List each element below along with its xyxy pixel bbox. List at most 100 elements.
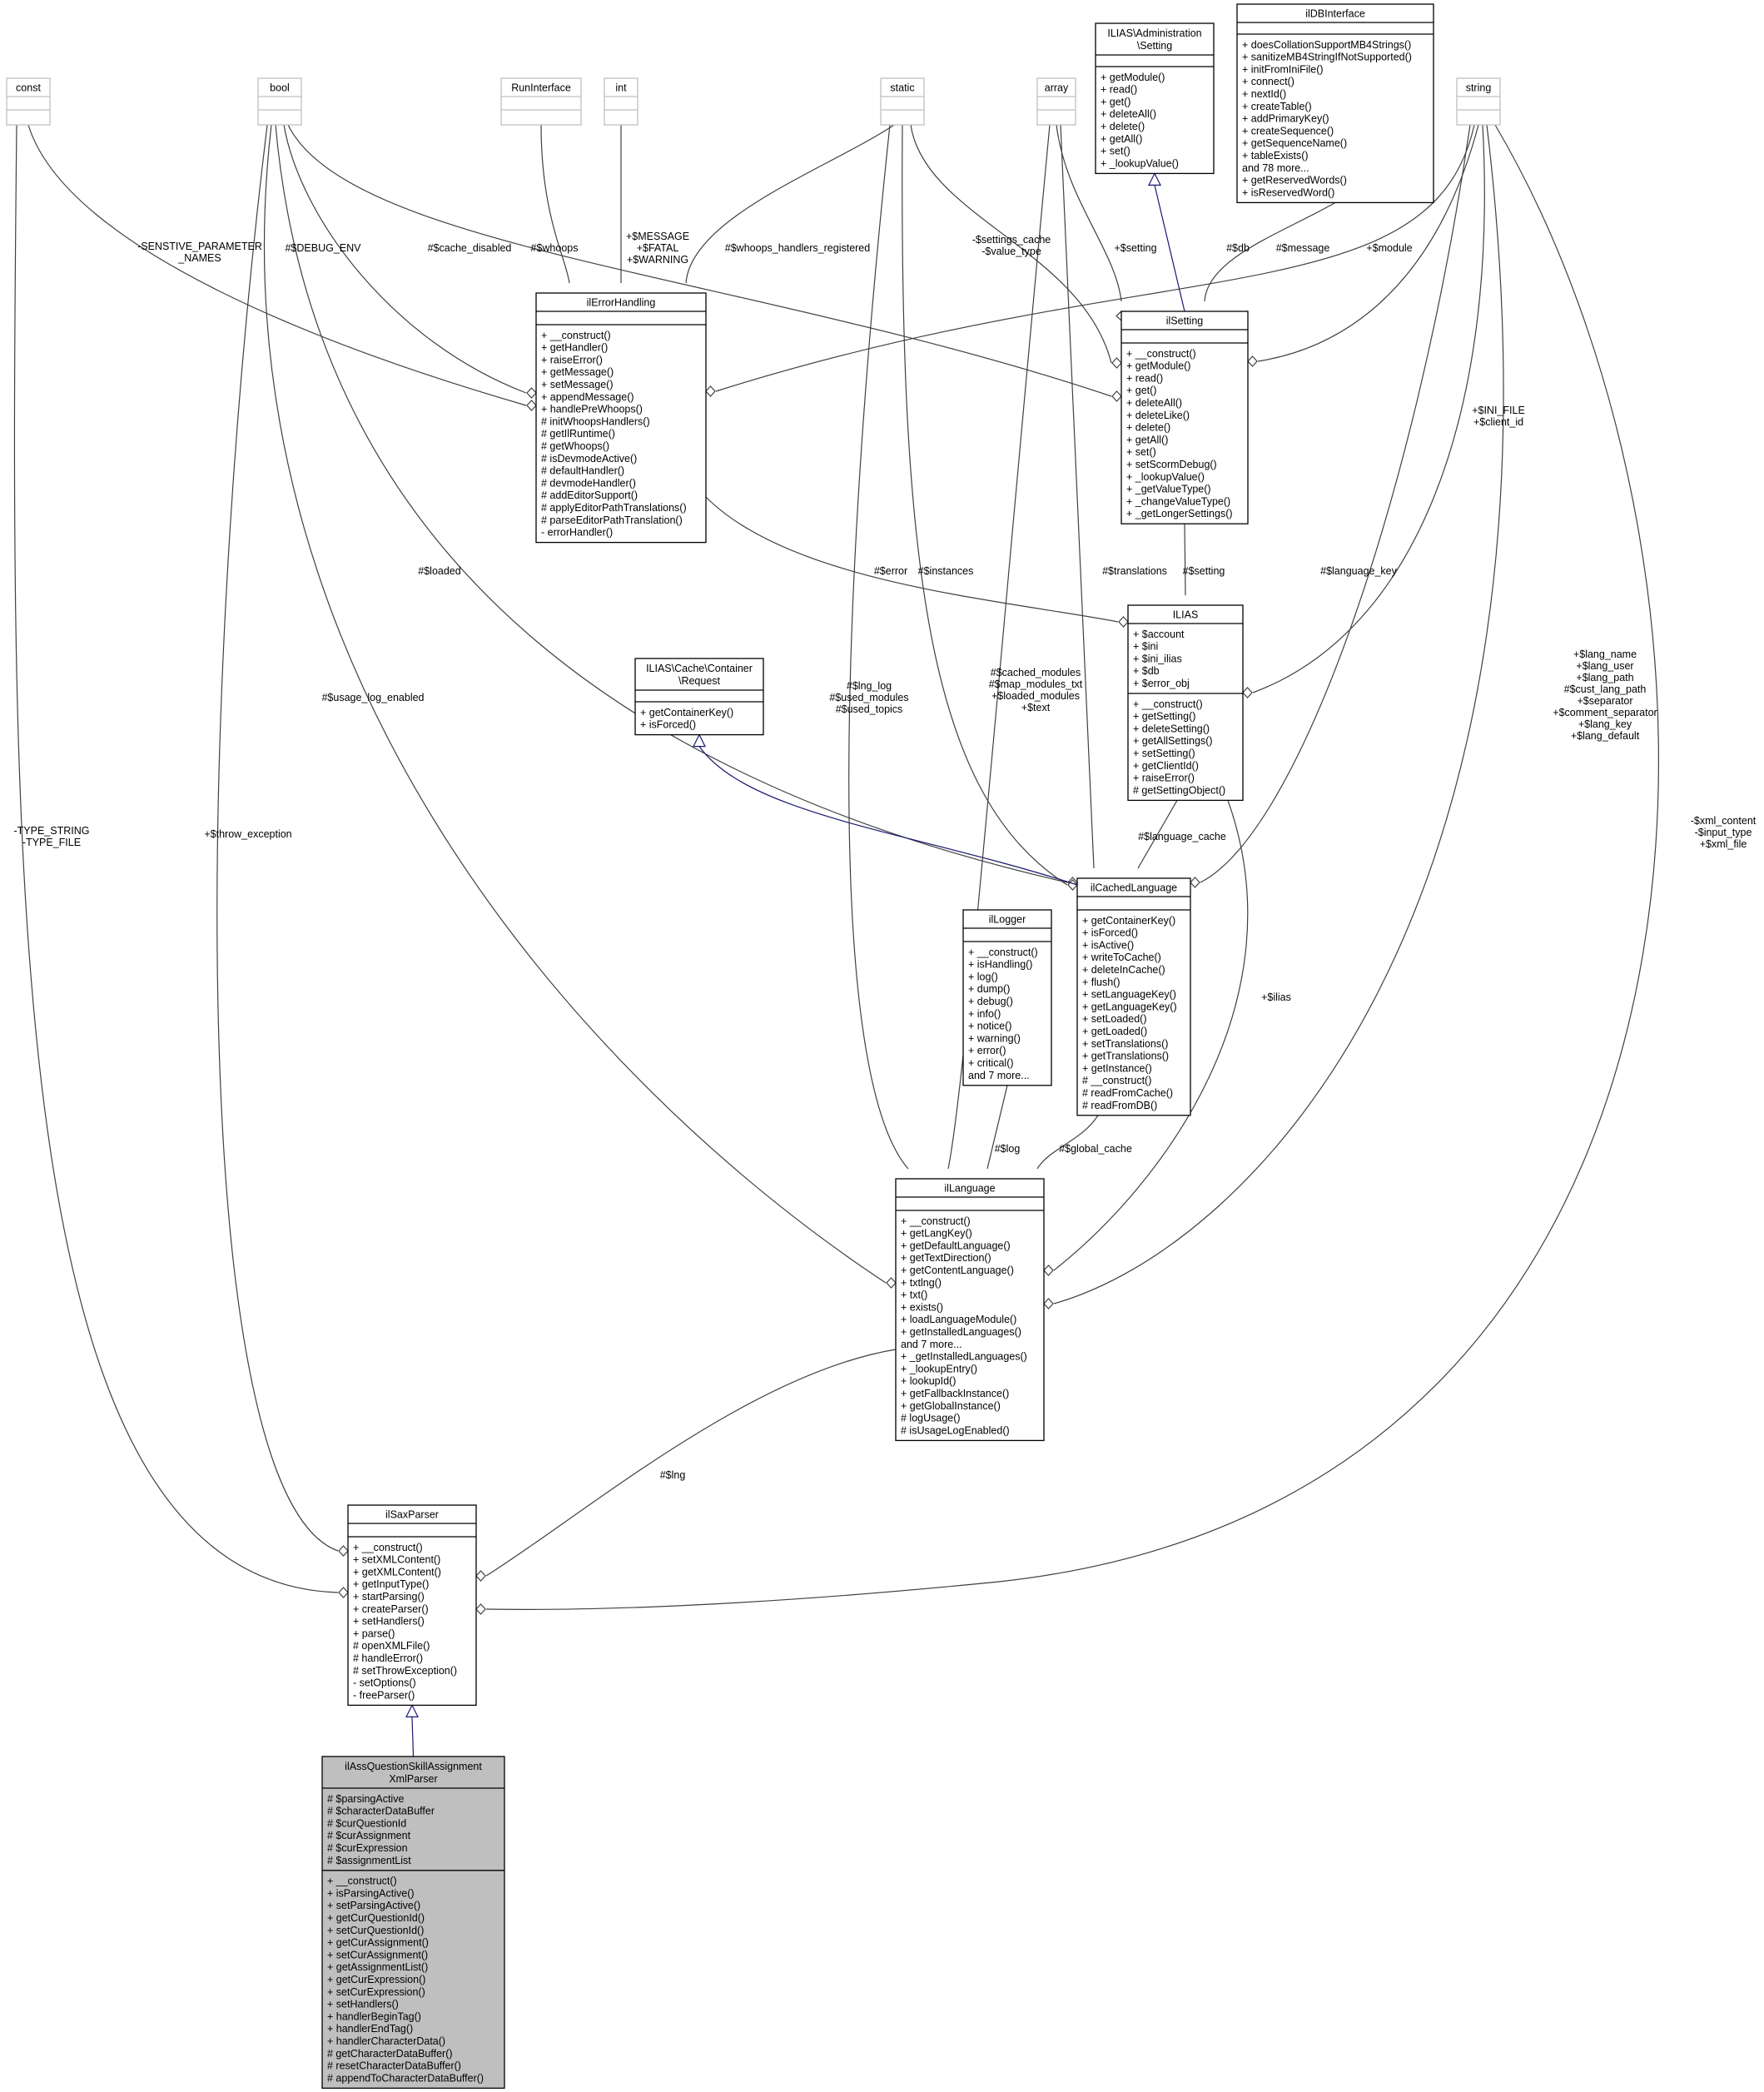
- edge-label: +$WARNING: [627, 254, 688, 266]
- class-array: array: [1036, 77, 1076, 126]
- class-attribute: # $curExpression: [327, 1842, 408, 1854]
- class-title: ilCachedLanguage: [1091, 882, 1177, 894]
- class-attribute: + $ini_ilias: [1133, 653, 1182, 664]
- edge-label: -$xml_content: [1691, 815, 1757, 827]
- aggregation-diamond: [1247, 355, 1258, 367]
- edge-label: -$settings_cache: [972, 234, 1051, 246]
- class-method: + __construct(): [1126, 348, 1196, 360]
- aggregation-diamond: [1242, 687, 1253, 698]
- class-method: # appendToCharacterDataBuffer(): [327, 2072, 484, 2084]
- class-method: + handlePreWhoops(): [541, 404, 643, 415]
- class-bool: bool: [257, 77, 302, 126]
- class-method: # isUsageLogEnabled(): [901, 1424, 1010, 1436]
- class-method: + _lookupValue(): [1126, 471, 1205, 483]
- edge-label: #$cached_modules: [991, 667, 1081, 678]
- class-title: ilLogger: [989, 914, 1026, 926]
- class-method: + set(): [1126, 446, 1156, 458]
- class-method: + getAll(): [1101, 133, 1142, 145]
- class-method: + flush(): [1082, 976, 1121, 988]
- class-method: + raiseError(): [541, 354, 603, 365]
- class-method: + _getValueType(): [1126, 484, 1211, 495]
- class-method: + getContainerKey(): [640, 707, 733, 718]
- class-attribute: + $db: [1133, 665, 1160, 677]
- class-title: ilDBInterface: [1305, 8, 1365, 20]
- class-attribute: # $curQuestionId: [327, 1817, 406, 1829]
- class-method: + deleteAll(): [1126, 397, 1182, 409]
- class-method: - setOptions(): [353, 1677, 416, 1689]
- class-method: # defaultHandler(): [541, 465, 624, 477]
- class-method: # resetCharacterDataBuffer(): [327, 2060, 461, 2072]
- class-method: + setTranslations(): [1082, 1038, 1168, 1050]
- edge-label: #$db: [1226, 242, 1250, 254]
- class-method: + connect(): [1242, 76, 1294, 87]
- class-method: + read(): [1126, 372, 1163, 384]
- class-method: + getReservedWords(): [1242, 175, 1347, 186]
- class-method: # readFromCache(): [1082, 1087, 1173, 1099]
- class-method: + txt(): [901, 1289, 927, 1301]
- class-method: + createTable(): [1242, 101, 1312, 112]
- class-title: bool: [270, 82, 290, 94]
- class-method: - freeParser(): [353, 1689, 415, 1701]
- class-box: [962, 909, 1052, 1086]
- edge-label: +$MESSAGE: [626, 231, 689, 242]
- class-method: + getSetting(): [1133, 711, 1195, 723]
- class-box: [347, 1504, 477, 1707]
- edge-label: +$client_id: [1473, 416, 1523, 428]
- class-box: [880, 77, 925, 126]
- class-ilerrorhandling: ilErrorHandling+ __construct()+ getHandl…: [535, 292, 707, 544]
- class-method: + getFallbackInstance(): [901, 1388, 1009, 1399]
- class-runinterface: RunInterface: [500, 77, 582, 126]
- class-method: + setParsingActive(): [327, 1900, 420, 1911]
- association-edge: [986, 1085, 1008, 1170]
- aggregation-diamond: [1111, 357, 1122, 369]
- class-method: + getMessage(): [541, 366, 614, 378]
- class-method: + _lookupEntry(): [901, 1363, 977, 1374]
- class-attribute: # $assignmentList: [327, 1855, 411, 1866]
- class-method: + getGlobalInstance(): [901, 1400, 1001, 1412]
- edge-label: #$cust_lang_path: [1564, 683, 1647, 695]
- association-edge: [275, 124, 1068, 883]
- association-edge: [485, 1349, 897, 1577]
- aggregation-diamond: [1111, 390, 1122, 402]
- class-method: + getContainerKey(): [1082, 915, 1175, 927]
- class-method: + parse(): [353, 1627, 395, 1639]
- edge-label: +$lang_name: [1573, 648, 1637, 660]
- edge-label: +$xml_file: [1700, 838, 1747, 850]
- class-method: + getContentLanguage(): [901, 1265, 1014, 1276]
- class-illogger: ilLogger+ __construct()+ isHandling()+ l…: [962, 909, 1052, 1086]
- class-method: # __construct(): [1082, 1075, 1151, 1086]
- aggregation-diamond: [1043, 1265, 1054, 1276]
- class-method: # readFromDB(): [1082, 1100, 1157, 1111]
- class-box: [1121, 311, 1249, 524]
- class-attribute: + $account: [1133, 629, 1185, 640]
- class-box: [535, 292, 707, 544]
- class-method: + setHandlers(): [327, 1999, 399, 2010]
- class-method: - errorHandler(): [541, 527, 613, 539]
- edge-label: #$cache_disabled: [428, 242, 512, 254]
- edge-label: #$language_key: [1320, 565, 1397, 577]
- class-method: + getInstance(): [1082, 1062, 1152, 1074]
- class-method: # getCharacterDataBuffer(): [327, 2048, 453, 2060]
- class-method: # initWhoopsHandlers(): [541, 415, 650, 427]
- class-method: + setLoaded(): [1082, 1013, 1146, 1025]
- association-edge: [715, 124, 1475, 392]
- class-method: + appendMessage(): [541, 391, 634, 403]
- class-box: [500, 77, 582, 126]
- association-edge: [263, 124, 887, 1284]
- association-edge: [1137, 800, 1178, 869]
- class-method: + setCurQuestionId(): [327, 1925, 424, 1936]
- class-method: # devmodeHandler(): [541, 477, 636, 489]
- edge-label: +$throw_exception: [204, 828, 291, 840]
- association-edge: [1036, 1115, 1099, 1170]
- class-title: \Setting: [1137, 40, 1172, 52]
- class-illanguage: ilLanguage+ __construct()+ getLangKey()+…: [895, 1178, 1045, 1442]
- class-box: [634, 658, 764, 736]
- edge-label: #$setting: [1183, 565, 1225, 577]
- class-method: + isReservedWord(): [1242, 186, 1334, 198]
- class-method: + lookupId(): [901, 1375, 956, 1387]
- class-method: + getModule(): [1101, 72, 1165, 83]
- association-edge: [1204, 201, 1336, 302]
- edge-label: #$whoops_handlers_registered: [725, 242, 870, 254]
- class-method: + createParser(): [353, 1603, 429, 1615]
